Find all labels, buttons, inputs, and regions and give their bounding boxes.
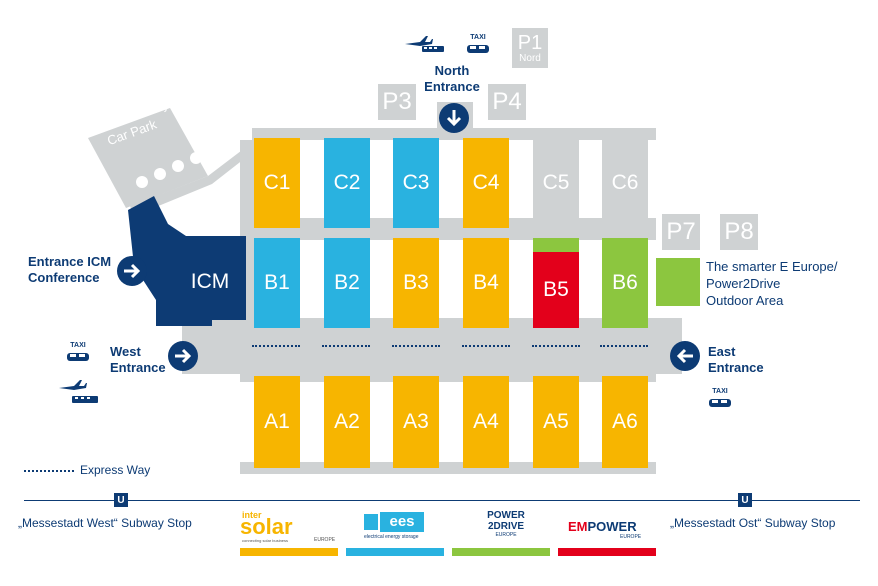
taxi-label-west: TAXI — [70, 342, 86, 349]
hall-b3[interactable]: B3 — [393, 238, 439, 328]
east-label-line2: Entrance — [708, 360, 764, 375]
a-row-band — [240, 370, 656, 382]
subway-badge-east: U — [738, 493, 752, 507]
hall-c5[interactable]: C5 — [533, 138, 579, 228]
hall-icm[interactable]: ICM — [190, 270, 230, 293]
hall-b6[interactable]: B6 — [602, 238, 648, 328]
hall-c2[interactable]: C2 — [324, 138, 370, 228]
icm-entrance-line1: Entrance ICM — [28, 254, 112, 269]
icm-entrance-arrow-icon[interactable] — [117, 256, 147, 286]
hall-b5-top — [533, 238, 579, 252]
hall-a1[interactable]: A1 — [254, 376, 300, 468]
airport-bus-icon-west — [58, 380, 100, 411]
ees-icon — [364, 514, 378, 530]
west-entrance-arrow-icon[interactable] — [168, 341, 198, 371]
west-label-line2: Entrance — [110, 360, 166, 375]
multi-storey-car-park — [88, 108, 258, 218]
hall-b5[interactable]: B5 — [533, 252, 579, 328]
north-label-line2: Entrance — [424, 79, 480, 94]
intersolar-logo-top: inter — [242, 510, 262, 520]
power2drive-logo-line2: 2DRIVE — [487, 521, 525, 532]
taxi-icon-east: TAXI — [708, 388, 732, 414]
intersolar-logo: inter solar connecting solar business EU… — [240, 510, 338, 550]
c-row-band — [252, 218, 656, 228]
parking-p1-label: P1 — [517, 31, 543, 54]
outdoor-label-line2: Power2Drive — [706, 276, 781, 291]
express-way-line-5 — [532, 345, 580, 347]
empower-logo-region: EUROPE — [620, 534, 642, 540]
parking-p1-sub: Nord — [519, 52, 541, 64]
outdoor-area-label: The smarter E Europe/ Power2Drive Outdoo… — [706, 258, 838, 309]
subway-stop-east[interactable]: „Messestadt Ost“ Subway Stop — [670, 516, 836, 530]
empower-logo-power: POWER — [587, 519, 637, 534]
parking-p3[interactable]: P3 — [378, 84, 416, 120]
express-way-line-6 — [600, 345, 648, 347]
b-row-band — [252, 228, 656, 240]
power2drive-logo: POWER 2DRIVE EUROPE — [476, 510, 536, 546]
hall-a4[interactable]: A4 — [463, 376, 509, 468]
ees-color-bar — [346, 548, 444, 556]
east-entrance-arrow-icon[interactable] — [670, 341, 700, 371]
hall-b4[interactable]: B4 — [463, 238, 509, 328]
express-way-legend-line — [24, 470, 74, 472]
parking-p1[interactable]: P1 Nord — [512, 28, 548, 68]
express-way-line-2 — [322, 345, 370, 347]
express-way-line-4 — [462, 345, 510, 347]
subway-badge-west: U — [114, 493, 128, 507]
east-entrance-label: East Entrance — [708, 344, 764, 376]
east-label-line1: East — [708, 344, 736, 359]
ees-logo-tag: electrical energy storage — [364, 534, 419, 540]
parking-p4[interactable]: P4 — [488, 84, 526, 120]
subway-stop-west[interactable]: „Messestadt West“ Subway Stop — [18, 516, 192, 530]
empower-logo: EMPOWER EUROPE — [568, 518, 648, 546]
express-way-line-1 — [252, 345, 300, 347]
intersolar-color-bar — [240, 548, 338, 556]
bottom-band — [240, 462, 656, 474]
hall-c4[interactable]: C4 — [463, 138, 509, 228]
empower-logo-em: EM — [568, 519, 588, 534]
taxi-label-east: TAXI — [712, 388, 728, 395]
empower-color-bar — [558, 548, 656, 556]
power2drive-color-bar — [452, 548, 550, 556]
hall-c3[interactable]: C3 — [393, 138, 439, 228]
north-entrance-label: North Entrance — [420, 63, 484, 95]
hall-b1[interactable]: B1 — [254, 238, 300, 328]
north-label-line1: North — [434, 63, 470, 78]
icm-building — [128, 196, 246, 326]
taxi-icon-north: TAXI — [466, 34, 490, 60]
parking-p7[interactable]: P7 — [662, 214, 700, 250]
west-entrance-label: West Entrance — [110, 344, 166, 376]
hall-a2[interactable]: A2 — [324, 376, 370, 468]
ees-logo: ees electrical energy storage — [362, 512, 446, 546]
outdoor-label-line1: The smarter E Europe/ — [706, 259, 838, 274]
icm-entrance-label: Entrance ICM Conference — [28, 254, 111, 286]
express-way-legend-label: Express Way — [80, 463, 151, 477]
express-way-line-3 — [392, 345, 440, 347]
intersolar-logo-main: solar — [240, 514, 293, 539]
taxi-label-north: TAXI — [470, 34, 486, 41]
taxi-icon-west: TAXI — [66, 342, 90, 368]
west-label-line1: West — [110, 344, 141, 359]
hall-a3[interactable]: A3 — [393, 376, 439, 468]
intersolar-logo-region: EUROPE — [314, 537, 336, 543]
outdoor-area[interactable] — [656, 258, 700, 306]
north-entrance-arrow-icon[interactable] — [439, 103, 469, 133]
ees-logo-main: ees — [380, 512, 424, 532]
outdoor-label-line3: Outdoor Area — [706, 293, 784, 308]
subway-line — [24, 500, 860, 501]
intersolar-logo-tag: connecting solar business — [242, 538, 289, 543]
power2drive-logo-region: EUROPE — [495, 532, 517, 538]
hall-c1[interactable]: C1 — [254, 138, 300, 228]
airport-bus-icon-north — [404, 34, 446, 59]
hall-b2[interactable]: B2 — [324, 238, 370, 328]
parking-p8[interactable]: P8 — [720, 214, 758, 250]
power2drive-logo-line1: POWER — [487, 510, 525, 521]
hall-c6[interactable]: C6 — [602, 138, 648, 228]
hall-a6[interactable]: A6 — [602, 376, 648, 468]
hall-a5[interactable]: A5 — [533, 376, 579, 468]
icm-entrance-line2: Conference — [28, 270, 100, 285]
